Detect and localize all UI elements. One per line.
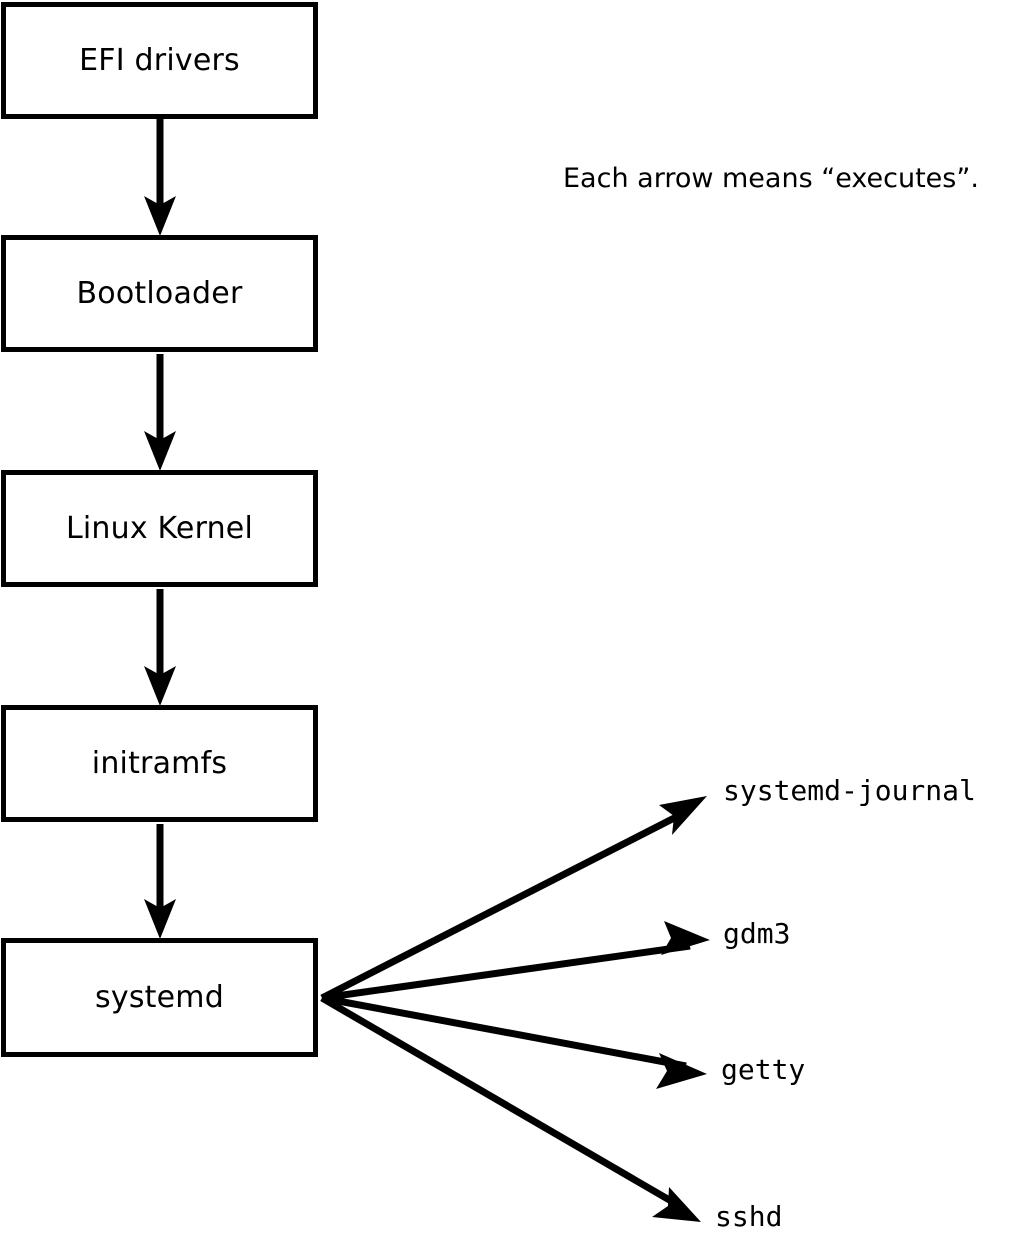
- arrow-linux-kernel-to-initramfs: [144, 589, 176, 706]
- stage-box-initramfs[interactable]: initramfs: [1, 705, 318, 822]
- stage-box-label-systemd: systemd: [95, 979, 224, 1015]
- stage-box-linux-kernel[interactable]: Linux Kernel: [1, 470, 318, 587]
- service-label-getty[interactable]: getty: [721, 1053, 806, 1086]
- arrow-systemd-to-getty: [321, 994, 707, 1089]
- diagram-caption: Each arrow means “executes”.: [563, 163, 979, 194]
- stage-box-bootloader[interactable]: Bootloader: [1, 235, 318, 352]
- stage-box-label-efi-drivers: EFI drivers: [79, 42, 240, 78]
- arrow-initramfs-to-systemd: [144, 824, 176, 939]
- arrow-systemd-to-sshd: [320, 994, 701, 1222]
- service-label-sshd[interactable]: sshd: [715, 1200, 783, 1233]
- service-label-systemd-journal[interactable]: systemd-journal: [723, 774, 976, 807]
- arrow-bootloader-to-linux-kernel: [144, 354, 176, 471]
- arrow-efi-drivers-to-bootloader: [144, 119, 176, 236]
- arrow-systemd-to-gdm3: [321, 921, 710, 1002]
- stage-box-label-linux-kernel: Linux Kernel: [65, 510, 253, 546]
- stage-box-label-initramfs: initramfs: [91, 745, 228, 781]
- stage-box-efi-drivers[interactable]: EFI drivers: [1, 2, 318, 119]
- stage-box-systemd[interactable]: systemd: [1, 938, 318, 1057]
- stage-box-label-bootloader: Bootloader: [76, 275, 243, 311]
- arrow-systemd-to-systemd-journal: [320, 796, 707, 1002]
- service-label-gdm3[interactable]: gdm3: [723, 917, 791, 950]
